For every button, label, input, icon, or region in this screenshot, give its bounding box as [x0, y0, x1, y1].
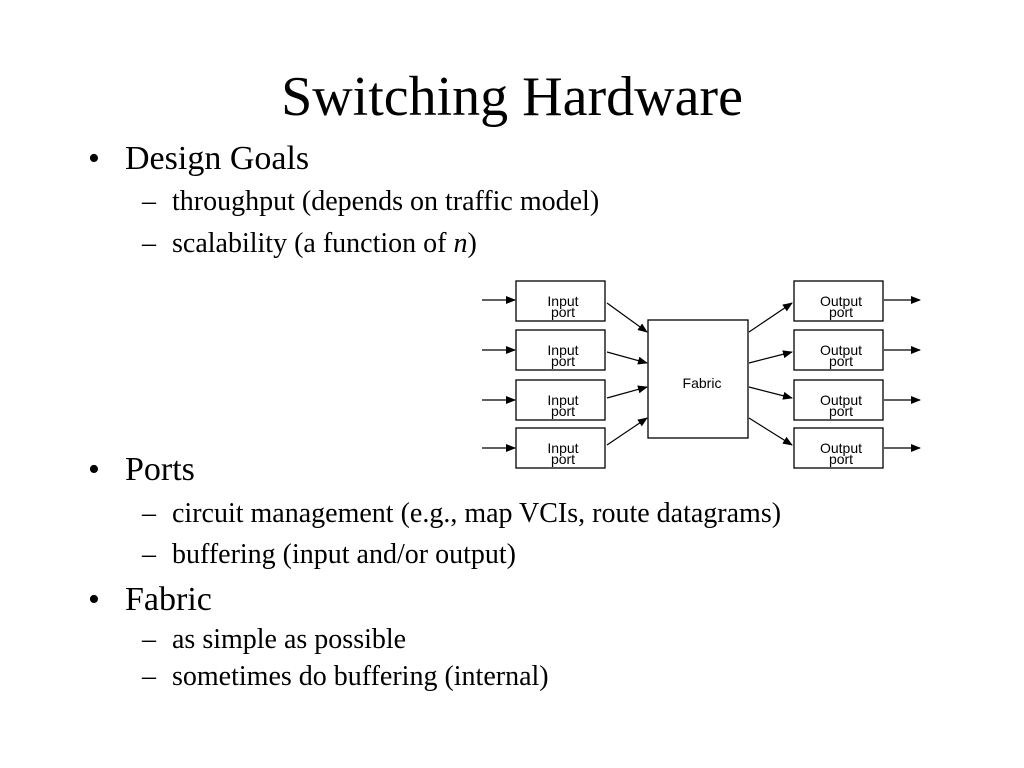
input-port: Input port [482, 329, 648, 371]
output-port-label-line2: port [829, 403, 853, 419]
output-port-label-line2: port [829, 353, 853, 369]
sub-item-internal-buffering: –sometimes do buffering (internal) [142, 660, 549, 694]
input-port-label-line2: port [551, 304, 575, 320]
sub-item-text-italic: n [453, 228, 468, 259]
fabric-label: Fabric [683, 375, 722, 391]
output-port: Output port [748, 417, 921, 469]
fabric-box [647, 319, 749, 439]
fabric-to-output-arrow [748, 386, 793, 400]
sub-item-simple: –as simple as possible [142, 623, 406, 657]
output-port-label-line2: port [829, 304, 853, 320]
slide-title: Switching Hardware [281, 66, 743, 128]
input-port-label-line2: port [551, 403, 575, 419]
sub-item-circuit-management: –circuit management (e.g., map VCIs, rou… [142, 497, 781, 531]
sub-item-throughput: –throughput (depends on traffic model) [142, 185, 599, 219]
input-to-fabric-arrow [606, 351, 648, 365]
output-port-box [793, 280, 884, 322]
output-port-label-line1: Output [820, 342, 862, 358]
bullet-dot-icon: • [88, 451, 100, 488]
fabric-to-output-arrow [748, 417, 793, 446]
input-port-label-line1: Input [547, 342, 578, 358]
bullet-dot-icon: • [88, 140, 100, 177]
sub-item-text-end: ) [467, 228, 477, 259]
output-port-label-line1: Output [820, 392, 862, 408]
input-to-fabric-arrow [606, 417, 648, 446]
sub-item-text: as simple as possible [172, 624, 407, 655]
input-port-box [515, 280, 606, 322]
output-port-box [793, 427, 884, 469]
sub-item-text: sometimes do buffering (internal) [172, 661, 549, 692]
sub-item-text: throughput (depends on traffic model) [172, 186, 600, 217]
input-port-label-line2: port [551, 353, 575, 369]
fabric-to-output-arrow [748, 302, 793, 333]
fabric-to-output-arrow [748, 350, 793, 364]
dash-icon: – [142, 498, 156, 529]
input-port-box [515, 427, 606, 469]
output-port-label-line2: port [829, 451, 853, 467]
dash-icon: – [142, 228, 156, 259]
sub-item-text: circuit management (e.g., map VCIs, rout… [172, 498, 782, 529]
output-port-label-line1: Output [820, 440, 862, 456]
bullet-label: Design Goals [125, 140, 310, 177]
input-port: Input port [482, 280, 648, 333]
input-port: Input port [482, 379, 648, 421]
output-port-label-line1: Output [820, 293, 862, 309]
dash-icon: – [142, 661, 156, 692]
dash-icon: – [142, 624, 156, 655]
input-port-box [515, 329, 606, 371]
input-to-fabric-arrow [606, 385, 648, 399]
output-port: Output port [748, 280, 921, 333]
sub-item-buffering: –buffering (input and/or output) [142, 538, 516, 572]
input-port-box [515, 379, 606, 421]
output-port-box [793, 379, 884, 421]
output-port-box [793, 329, 884, 371]
bullet-fabric: • Fabric [88, 580, 212, 620]
dash-icon: – [142, 539, 156, 570]
bullet-label: Fabric [125, 581, 212, 618]
sub-item-text-start: scalability (a function of [172, 228, 454, 259]
bullet-dot-icon: • [88, 581, 100, 618]
sub-item-scalability: –scalability (a function of n) [142, 227, 477, 261]
input-port-label-line2: port [551, 451, 575, 467]
switch-diagram: Fabric Input port Input port Input port … [482, 280, 921, 469]
output-port: Output port [748, 379, 921, 421]
dash-icon: – [142, 186, 156, 217]
sub-item-text: buffering (input and/or output) [172, 539, 516, 570]
input-port-label-line1: Input [547, 440, 578, 456]
input-to-fabric-arrow [606, 302, 648, 333]
bullet-label: Ports [125, 451, 195, 488]
output-port: Output port [748, 329, 921, 371]
bullet-ports: • Ports [88, 450, 195, 490]
input-port-label-line1: Input [547, 392, 578, 408]
input-port: Input port [482, 417, 648, 469]
input-port-label-line1: Input [547, 293, 578, 309]
bullet-design-goals: • Design Goals [88, 139, 309, 179]
